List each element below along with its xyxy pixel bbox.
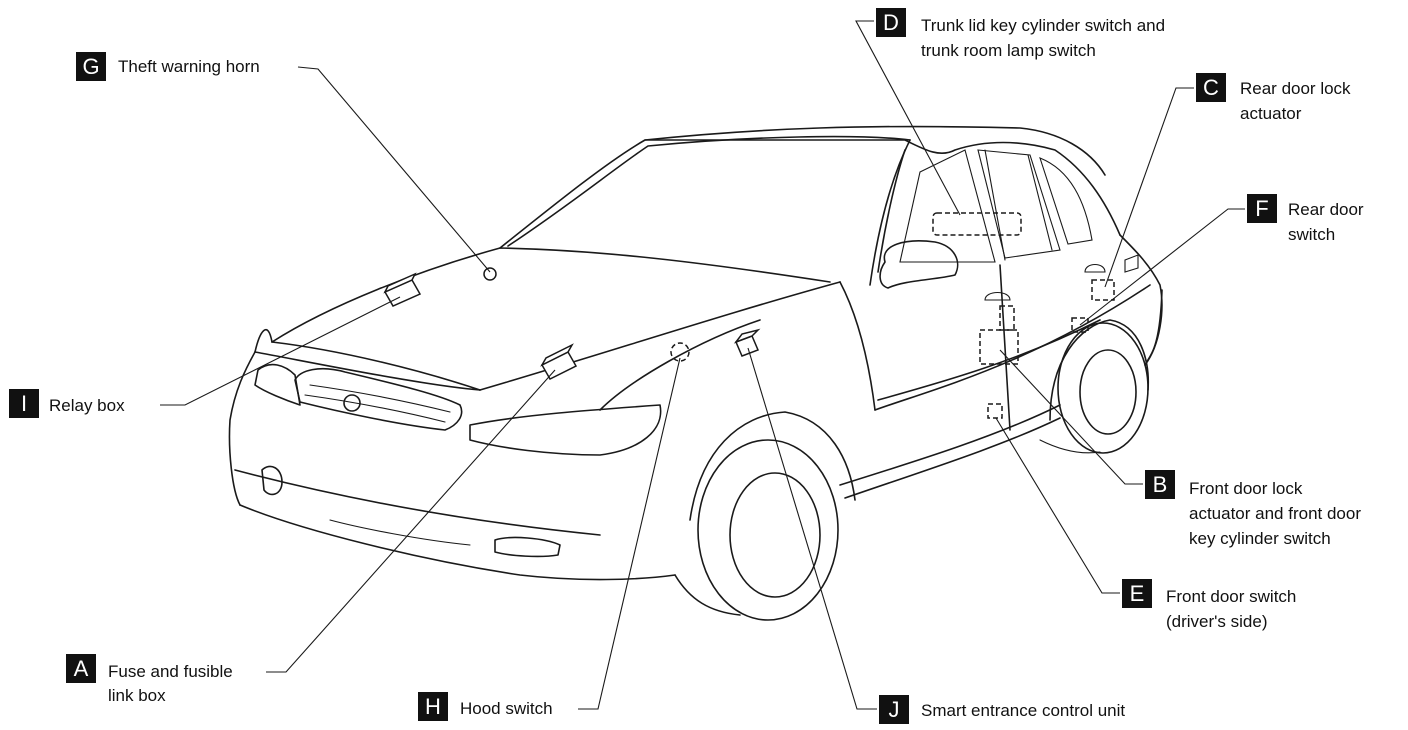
label-front-door-switch-line-1: Front door switch	[1166, 587, 1296, 606]
badge-letter-j: J	[889, 697, 900, 722]
callout-c: C Rear door lock actuator	[1196, 73, 1351, 123]
label-relay-box: Relay box	[49, 396, 125, 415]
callout-a: A Fuse and fusible link box	[66, 654, 233, 705]
car-illustration	[228, 125, 1163, 621]
callout-j: J Smart entrance control unit	[879, 695, 1125, 724]
badge-b	[1145, 470, 1175, 499]
leader-lines	[160, 20, 1245, 710]
leader-line-f	[1079, 208, 1245, 326]
leader-line-d	[855, 20, 961, 216]
fuse-box-marker	[540, 343, 578, 380]
callout-h: H Hood switch	[418, 692, 553, 721]
label-rear-door-switch-line-2: switch	[1288, 225, 1335, 244]
rear-door-switch-marker	[1071, 317, 1089, 333]
callout-i: I Relay box	[9, 389, 125, 418]
callout-g: G Theft warning horn	[76, 52, 260, 81]
callout-b: B Front door lock actuator and front doo…	[1145, 470, 1361, 548]
label-theft-warning-horn: Theft warning horn	[118, 57, 260, 76]
label-fuse-box-line-1: Fuse and fusible	[108, 662, 233, 681]
badge-letter-c: C	[1203, 75, 1219, 100]
label-rear-door-lock-line-1: Rear door lock	[1240, 79, 1351, 98]
label-front-door-lock-line-2: actuator and front door	[1189, 504, 1361, 523]
label-rear-door-switch-line-1: Rear door	[1288, 200, 1364, 219]
label-front-door-lock-line-3: key cylinder switch	[1189, 529, 1331, 548]
front-door-lock-marker	[979, 329, 1019, 365]
leader-line-g	[297, 66, 491, 273]
leader-line-i	[160, 296, 401, 406]
rear-door-lock-marker	[1091, 279, 1115, 301]
label-trunk-lid-line-2: trunk room lamp switch	[921, 41, 1096, 60]
badge-d	[876, 8, 906, 37]
badge-letter-d: D	[883, 10, 899, 35]
badge-a	[66, 654, 96, 683]
theft-warning-horn-marker	[483, 267, 497, 281]
callout-d: D Trunk lid key cylinder switch and trun…	[876, 8, 1165, 60]
callout-e: E Front door switch (driver's side)	[1122, 579, 1296, 631]
component-markers	[383, 212, 1115, 419]
label-trunk-lid-line-1: Trunk lid key cylinder switch and	[921, 16, 1165, 35]
label-front-door-switch-line-2: (driver's side)	[1166, 612, 1268, 631]
label-rear-door-lock-line-2: actuator	[1240, 104, 1302, 123]
badge-letter-g: G	[82, 54, 99, 79]
badge-j	[879, 695, 909, 724]
badge-f	[1247, 194, 1277, 223]
leader-line-j	[747, 347, 877, 710]
badge-letter-h: H	[425, 694, 441, 719]
leader-line-c	[1104, 87, 1194, 288]
badge-letter-b: B	[1153, 472, 1168, 497]
leader-line-a	[266, 369, 556, 673]
badge-e	[1122, 579, 1152, 608]
callout-f: F Rear door switch	[1247, 194, 1364, 244]
badge-letter-a: A	[74, 656, 89, 681]
front-door-key-cylinder-marker	[999, 305, 1015, 331]
smart-entrance-control-unit-marker	[733, 328, 761, 357]
hood-switch-marker	[670, 342, 690, 362]
badge-c	[1196, 73, 1226, 102]
front-door-switch-marker	[987, 403, 1003, 419]
label-front-door-lock-line-1: Front door lock	[1189, 479, 1303, 498]
badge-letter-i: I	[21, 391, 27, 416]
leader-line-h	[578, 357, 681, 710]
badge-letter-e: E	[1130, 581, 1145, 606]
badge-g	[76, 52, 106, 81]
trunk-lid-switch-marker	[932, 212, 1022, 236]
label-hood-switch: Hood switch	[460, 699, 553, 718]
leader-line-e	[995, 417, 1120, 594]
badge-i	[9, 389, 39, 418]
badge-h	[418, 692, 448, 721]
leader-line-b	[999, 349, 1143, 485]
relay-box-marker	[383, 272, 422, 307]
badge-letter-f: F	[1255, 196, 1268, 221]
label-smart-entrance-control-unit: Smart entrance control unit	[921, 701, 1125, 720]
label-fuse-box-line-2: link box	[108, 686, 166, 705]
